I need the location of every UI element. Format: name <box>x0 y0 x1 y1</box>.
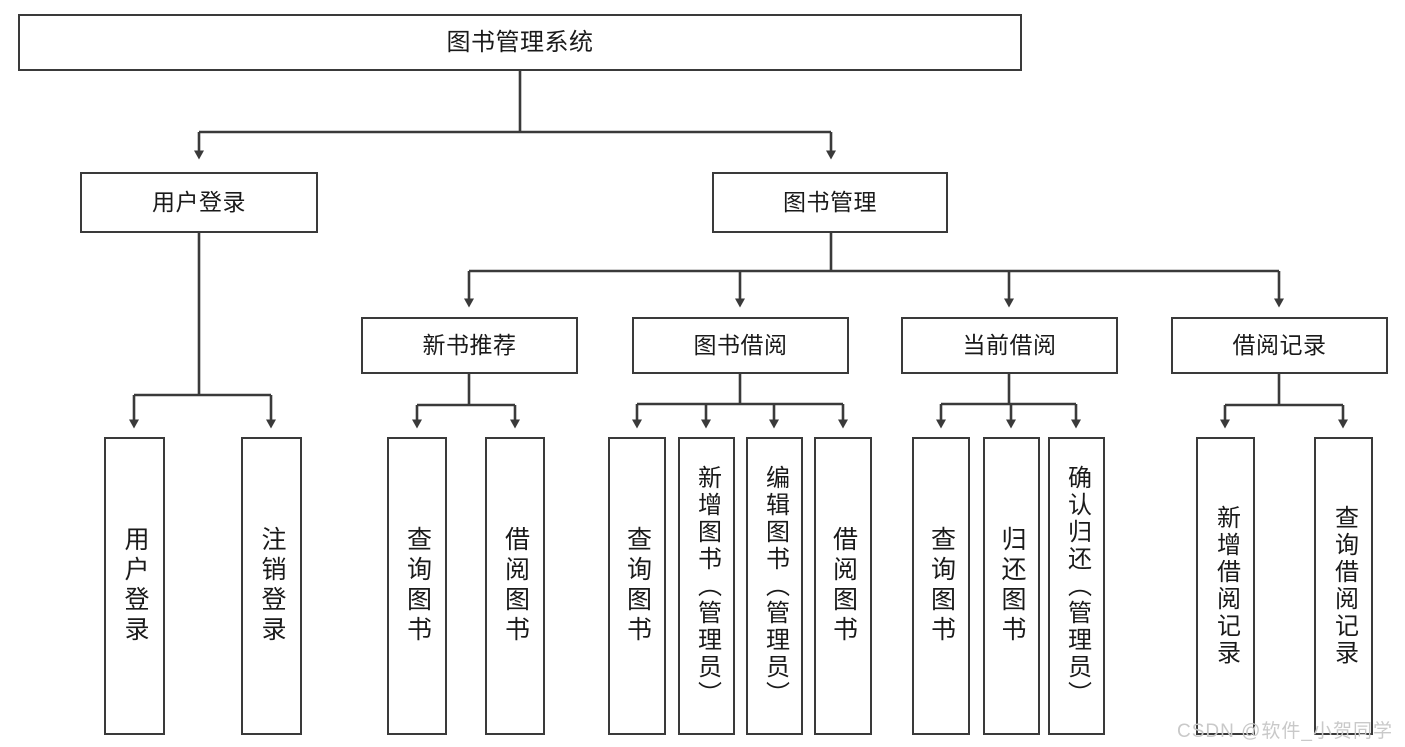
node-label: 查询借阅记录 <box>1330 505 1358 667</box>
leaf-current-query-book[interactable]: 查询图书 <box>912 437 970 735</box>
leaf-borrow-query-book[interactable]: 查询图书 <box>608 437 666 735</box>
node-current-borrowing[interactable]: 当前借阅 <box>901 317 1118 374</box>
node-label: 借阅记录 <box>1232 332 1327 359</box>
leaf-record-query-record[interactable]: 查询借阅记录 <box>1314 437 1373 735</box>
node-label: 图书管理 <box>783 189 877 216</box>
node-label: 查询图书 <box>927 526 956 646</box>
leaf-current-confirm-return-admin[interactable]: 确认归还（管理员） <box>1048 437 1105 735</box>
leaf-rec-borrow-book[interactable]: 借阅图书 <box>485 437 545 735</box>
node-label: 借阅图书 <box>829 526 858 646</box>
node-label: 新书推荐 <box>422 332 517 359</box>
node-book-management[interactable]: 图书管理 <box>712 172 948 233</box>
node-root-book-management-system[interactable]: 图书管理系统 <box>18 14 1022 71</box>
leaf-borrow-edit-book-admin[interactable]: 编辑图书（管理员） <box>746 437 803 735</box>
leaf-user-logout[interactable]: 注销登录 <box>241 437 302 735</box>
node-label: 查询图书 <box>623 526 652 646</box>
node-label: 查询图书 <box>403 526 432 646</box>
node-label: 图书借阅 <box>693 332 788 359</box>
node-label: 新增图书（管理员） <box>693 464 721 708</box>
node-label: 图书管理系统 <box>446 28 594 56</box>
node-label: 借阅图书 <box>501 526 530 646</box>
node-label: 用户登录 <box>121 526 149 646</box>
node-borrowing-records[interactable]: 借阅记录 <box>1171 317 1388 374</box>
node-label: 编辑图书（管理员） <box>761 464 789 708</box>
leaf-current-return-book[interactable]: 归还图书 <box>983 437 1040 735</box>
leaf-user-login[interactable]: 用户登录 <box>104 437 165 735</box>
node-new-book-recommendation[interactable]: 新书推荐 <box>361 317 578 374</box>
node-label: 用户登录 <box>152 189 246 216</box>
node-label: 归还图书 <box>998 526 1026 646</box>
node-label: 注销登录 <box>258 526 286 646</box>
leaf-borrow-borrow-book[interactable]: 借阅图书 <box>814 437 872 735</box>
node-label: 确认归还（管理员） <box>1063 464 1091 708</box>
node-label: 当前借阅 <box>962 332 1057 359</box>
node-book-borrowing[interactable]: 图书借阅 <box>632 317 849 374</box>
leaf-record-add-record[interactable]: 新增借阅记录 <box>1196 437 1255 735</box>
node-user-login[interactable]: 用户登录 <box>80 172 318 233</box>
leaf-borrow-add-book-admin[interactable]: 新增图书（管理员） <box>678 437 735 735</box>
leaf-rec-query-book[interactable]: 查询图书 <box>387 437 447 735</box>
node-label: 新增借阅记录 <box>1212 505 1240 667</box>
